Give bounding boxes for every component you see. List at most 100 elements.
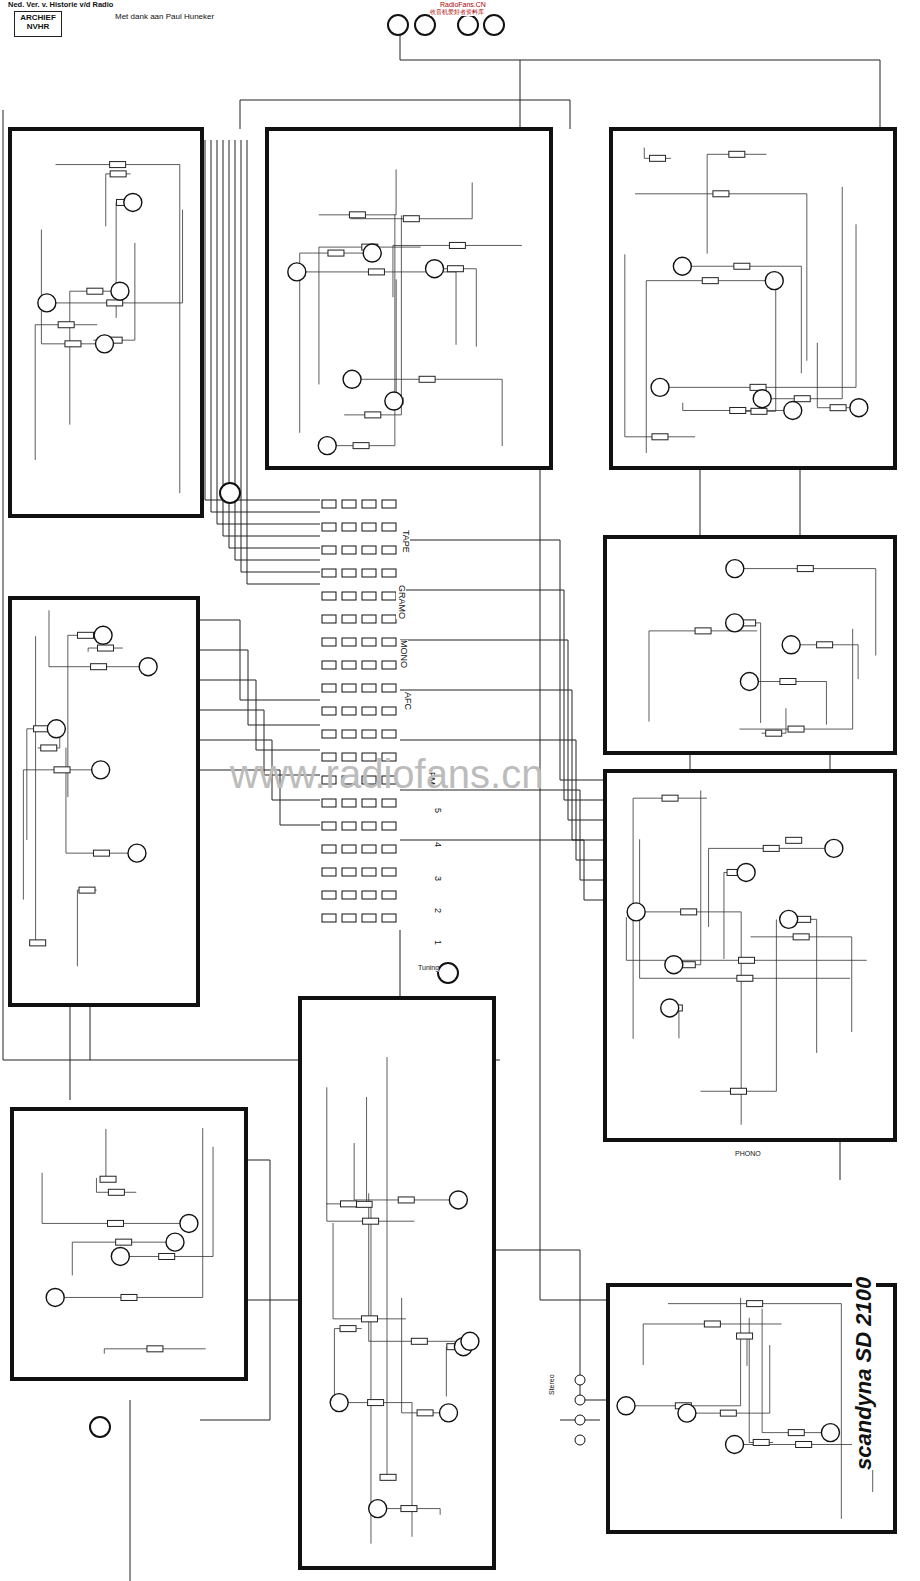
resistor-symbol — [403, 216, 419, 222]
label: Met dank aan Paul Huneker — [115, 13, 214, 22]
resistor-symbol — [817, 642, 833, 648]
resistor-symbol — [363, 1218, 379, 1224]
resistor-symbol — [704, 1321, 720, 1327]
wire — [70, 1000, 71, 1100]
circuit-trace — [27, 729, 56, 840]
switch-contact — [322, 822, 336, 830]
resistor-symbol — [830, 405, 846, 411]
circuit-trace — [300, 253, 373, 433]
switch-contact — [342, 822, 356, 830]
switch-contact — [342, 546, 356, 554]
switch-contact — [342, 661, 356, 669]
switch-contact — [382, 868, 396, 876]
switch-contact — [362, 638, 376, 646]
switch-contact — [382, 730, 396, 738]
resistor-symbol — [380, 1474, 396, 1480]
circuit-trace — [70, 291, 120, 424]
circuit-trace — [402, 1298, 449, 1413]
switch-contact — [342, 500, 356, 508]
transistor-symbol — [673, 257, 691, 275]
module-frame — [267, 129, 551, 468]
circuit-trace — [352, 379, 502, 446]
resistor-symbol — [100, 1176, 116, 1182]
transistor-symbol — [111, 1247, 129, 1265]
switch-contact — [362, 822, 376, 830]
connector-symbol — [388, 15, 408, 35]
transistor-symbol — [318, 437, 336, 455]
transistor-symbol — [726, 614, 744, 632]
resistor-symbol — [79, 887, 95, 893]
module-frame — [300, 998, 494, 1568]
transistor-symbol — [363, 244, 381, 262]
wire — [200, 650, 320, 725]
circuit-trace — [23, 770, 100, 900]
circuit-trace — [687, 1345, 770, 1413]
resistor-symbol — [419, 376, 435, 382]
switch-contact — [382, 822, 396, 830]
circuit-trace — [674, 790, 701, 964]
switch-contact — [382, 799, 396, 807]
transistor-symbol — [330, 1394, 348, 1412]
circuit-trace — [707, 154, 766, 253]
switch-contact — [342, 914, 356, 922]
transistor-symbol — [765, 272, 783, 290]
wire — [90, 1000, 91, 1060]
circuit-trace — [435, 269, 477, 347]
resistor-symbol — [737, 1333, 753, 1339]
transistor-symbol — [726, 560, 744, 578]
resistor-symbol — [341, 1201, 357, 1207]
circuit-trace — [625, 254, 695, 436]
resistor-symbol — [650, 155, 666, 161]
switch-contact — [342, 730, 356, 738]
transistor-symbol — [128, 844, 146, 862]
switch-contact — [382, 500, 396, 508]
circuit-trace — [761, 708, 786, 733]
transistor-symbol — [180, 1214, 198, 1232]
resistor-symbol — [763, 845, 779, 851]
switch-contact — [362, 891, 376, 899]
resistor-symbol — [108, 1189, 124, 1195]
resistor-symbol — [797, 566, 813, 572]
transistor-symbol — [780, 910, 798, 928]
switch-contact — [322, 546, 336, 554]
switch-contact — [362, 914, 376, 922]
circuit-trace — [72, 1242, 175, 1275]
switch-contact — [362, 615, 376, 623]
resistor-symbol — [41, 745, 57, 751]
circuit-trace — [394, 279, 396, 401]
module-frame — [605, 771, 895, 1140]
resistor-symbol — [739, 957, 755, 963]
circuit-trace — [682, 266, 801, 373]
resistor-symbol — [401, 1506, 417, 1512]
switch-contact — [322, 661, 336, 669]
switch-contact — [382, 684, 396, 692]
transistor-symbol — [825, 839, 843, 857]
switch-contact — [342, 845, 356, 853]
switch-contact — [322, 615, 336, 623]
circuit-trace — [66, 748, 137, 853]
resistor-symbol — [77, 632, 93, 638]
lamp-symbol — [575, 1395, 585, 1405]
transistor-symbol — [124, 193, 142, 211]
transistor-symbol — [740, 673, 758, 691]
transistor-symbol — [753, 390, 771, 408]
label: 4 — [432, 842, 442, 847]
transistor-symbol — [47, 720, 65, 738]
circuit-trace — [640, 839, 850, 978]
switch-contact — [362, 592, 376, 600]
transistor-symbol — [426, 260, 444, 278]
circuit-trace — [751, 937, 852, 1032]
resistor-symbol — [417, 1410, 433, 1416]
circuit-trace — [42, 1173, 189, 1224]
resistor-symbol — [98, 645, 114, 651]
module-frame — [605, 537, 895, 753]
title: scandyna SD 2100 — [852, 1277, 876, 1470]
transistor-symbol — [111, 282, 129, 300]
resistor-symbol — [720, 1410, 736, 1416]
label: PHONO — [735, 1150, 761, 1158]
switch-contact — [362, 845, 376, 853]
transistor-symbol — [38, 294, 56, 312]
circuit-trace — [636, 912, 741, 1125]
label: Stereo — [548, 1374, 556, 1395]
wire — [240, 100, 570, 129]
